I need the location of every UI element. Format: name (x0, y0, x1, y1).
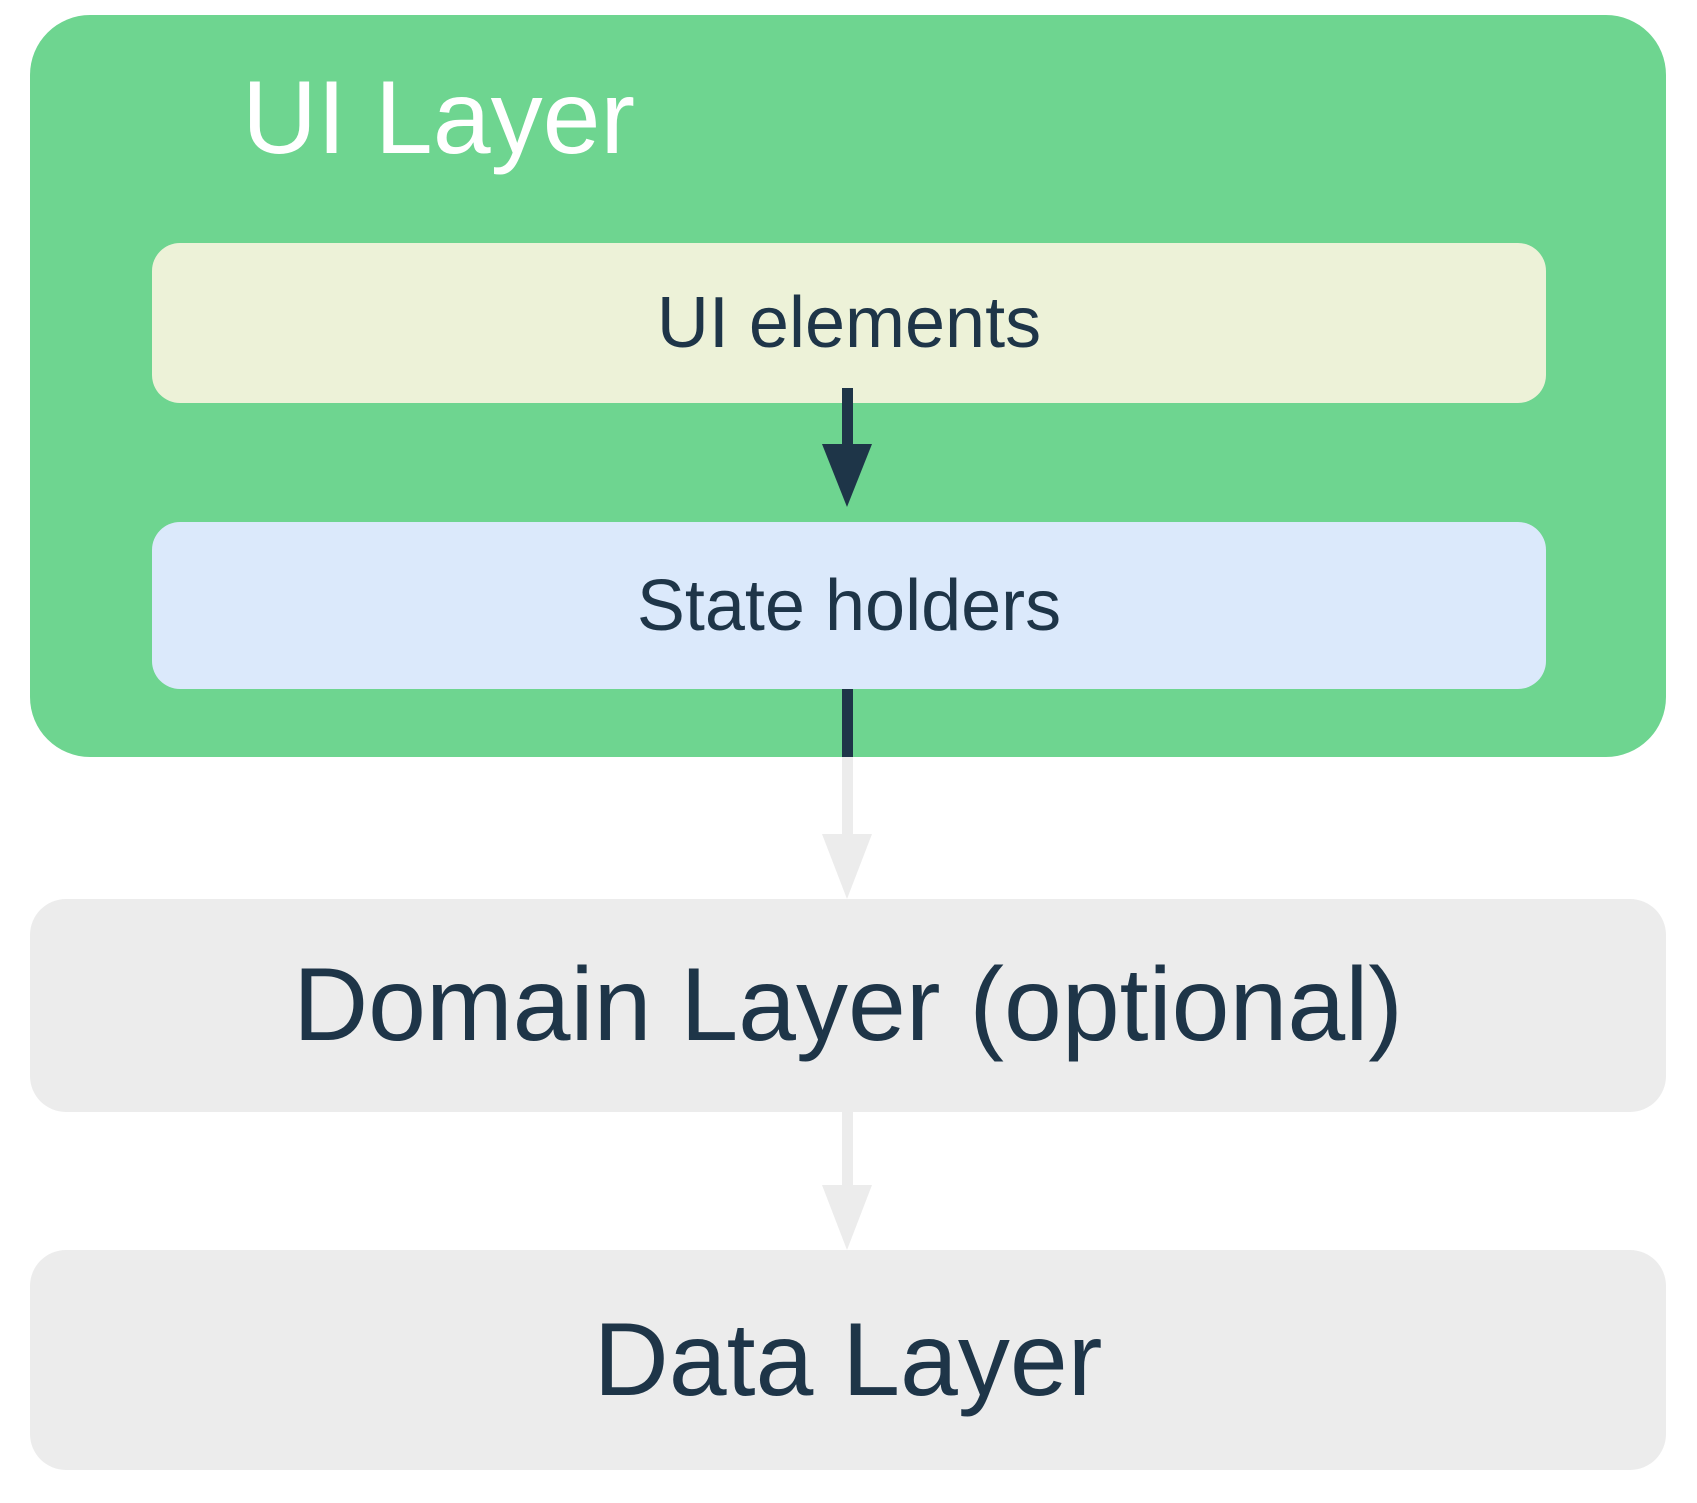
arrow-shaft-navy-segment (841, 689, 853, 757)
arrow-head-down-icon (822, 1185, 872, 1250)
arrow-head-down-icon (822, 834, 872, 899)
arrow-shaft (841, 388, 853, 444)
arrow-head-down-icon (822, 444, 872, 507)
state-holders-box: State holders (152, 522, 1546, 689)
state-holders-label: State holders (636, 565, 1062, 646)
data-layer-box: Data Layer (30, 1250, 1666, 1470)
data-layer-label: Data Layer (593, 1301, 1103, 1418)
ui-elements-label: UI elements (656, 283, 1042, 363)
arrow-domain-layer-to-data-layer (822, 1112, 872, 1250)
arrow-shaft-gray-segment (841, 757, 853, 834)
domain-layer-label: Domain Layer (optional) (293, 947, 1403, 1063)
arrow-state-holders-to-domain-layer (822, 689, 872, 899)
ui-elements-box: UI elements (152, 243, 1546, 403)
domain-layer-box: Domain Layer (optional) (30, 899, 1666, 1112)
ui-layer-box: UI Layer UI elements State holders (30, 15, 1666, 757)
arrow-shaft (841, 1112, 853, 1185)
arrow-ui-elements-to-state-holders (822, 388, 872, 507)
ui-layer-title: UI Layer (242, 60, 636, 176)
